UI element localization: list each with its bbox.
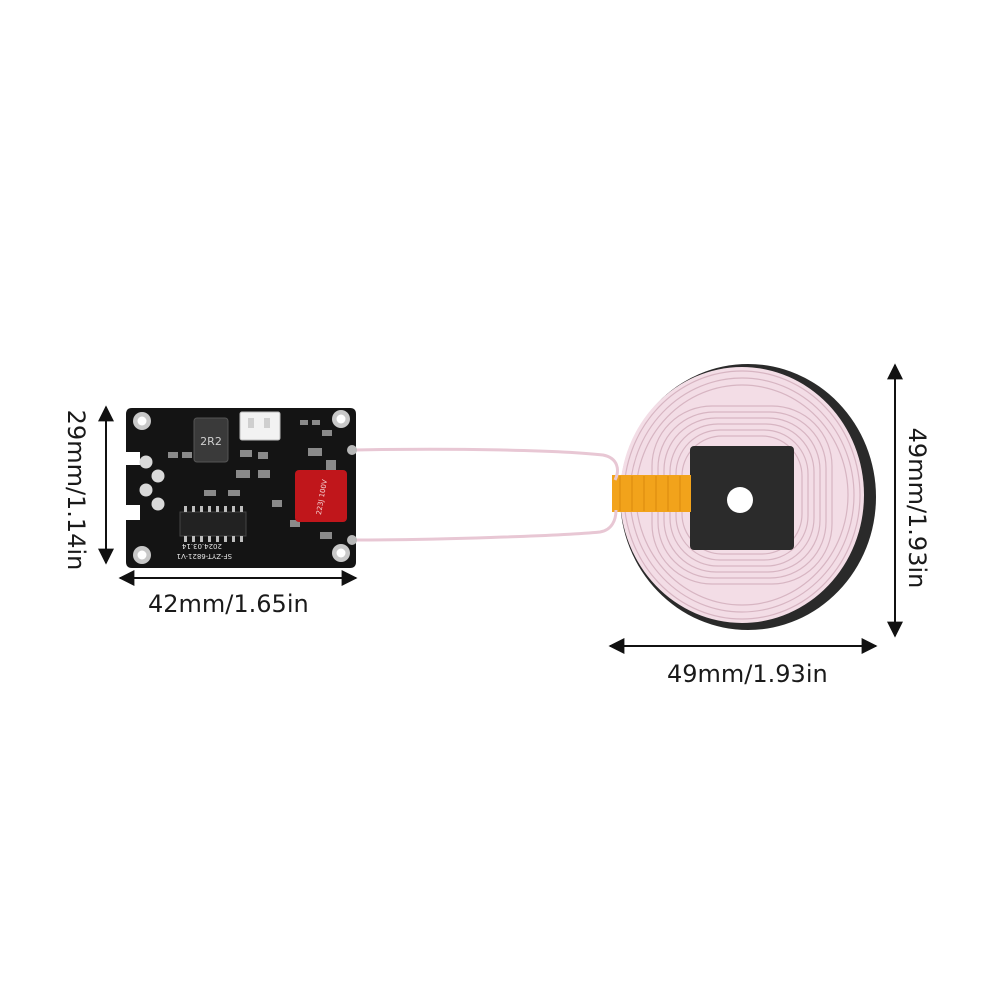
lead-wire-top bbox=[354, 447, 619, 481]
film-capacitor: 223J 100V bbox=[295, 470, 347, 522]
date-marking: 2024.03.14 bbox=[181, 542, 222, 550]
center-hole bbox=[727, 487, 753, 513]
coil-width-label: 49mm/1.93in bbox=[667, 660, 828, 688]
inductor-marking: 2R2 bbox=[200, 435, 222, 448]
terminal-bottom bbox=[347, 535, 357, 545]
inductor: 2R2 bbox=[193, 417, 229, 463]
power-pads bbox=[139, 455, 165, 511]
jst-connector bbox=[239, 411, 281, 441]
smd-components bbox=[168, 420, 336, 539]
lead-wire-bottom bbox=[354, 509, 618, 542]
pcb-width-label: 42mm/1.65in bbox=[148, 590, 309, 618]
kapton-tape bbox=[612, 475, 691, 512]
board-marking: SF-ZYT-6821-V1 bbox=[177, 552, 232, 560]
ic-chip bbox=[179, 506, 247, 542]
mounting-holes bbox=[133, 410, 350, 564]
wireless-charging-coil bbox=[612, 364, 876, 630]
coil-height-label: 49mm/1.93in bbox=[903, 427, 931, 589]
coil-lead-wires bbox=[354, 447, 619, 542]
terminal-top bbox=[347, 445, 357, 455]
pcb-height-label: 29mm/1.14in bbox=[62, 409, 90, 571]
pcb-board: 2R2 bbox=[126, 408, 357, 568]
